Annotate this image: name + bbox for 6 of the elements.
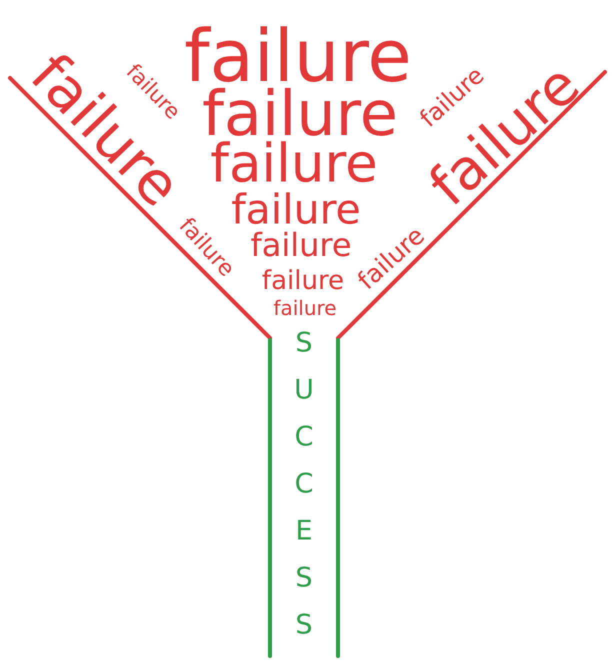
word-label: failure bbox=[273, 298, 337, 318]
word-label: failure bbox=[262, 268, 344, 294]
word-label: failure bbox=[210, 138, 378, 190]
word-label: failure bbox=[231, 190, 361, 230]
word-label: failure bbox=[250, 229, 352, 261]
vertical-word-label: SUCCESS bbox=[290, 328, 318, 656]
